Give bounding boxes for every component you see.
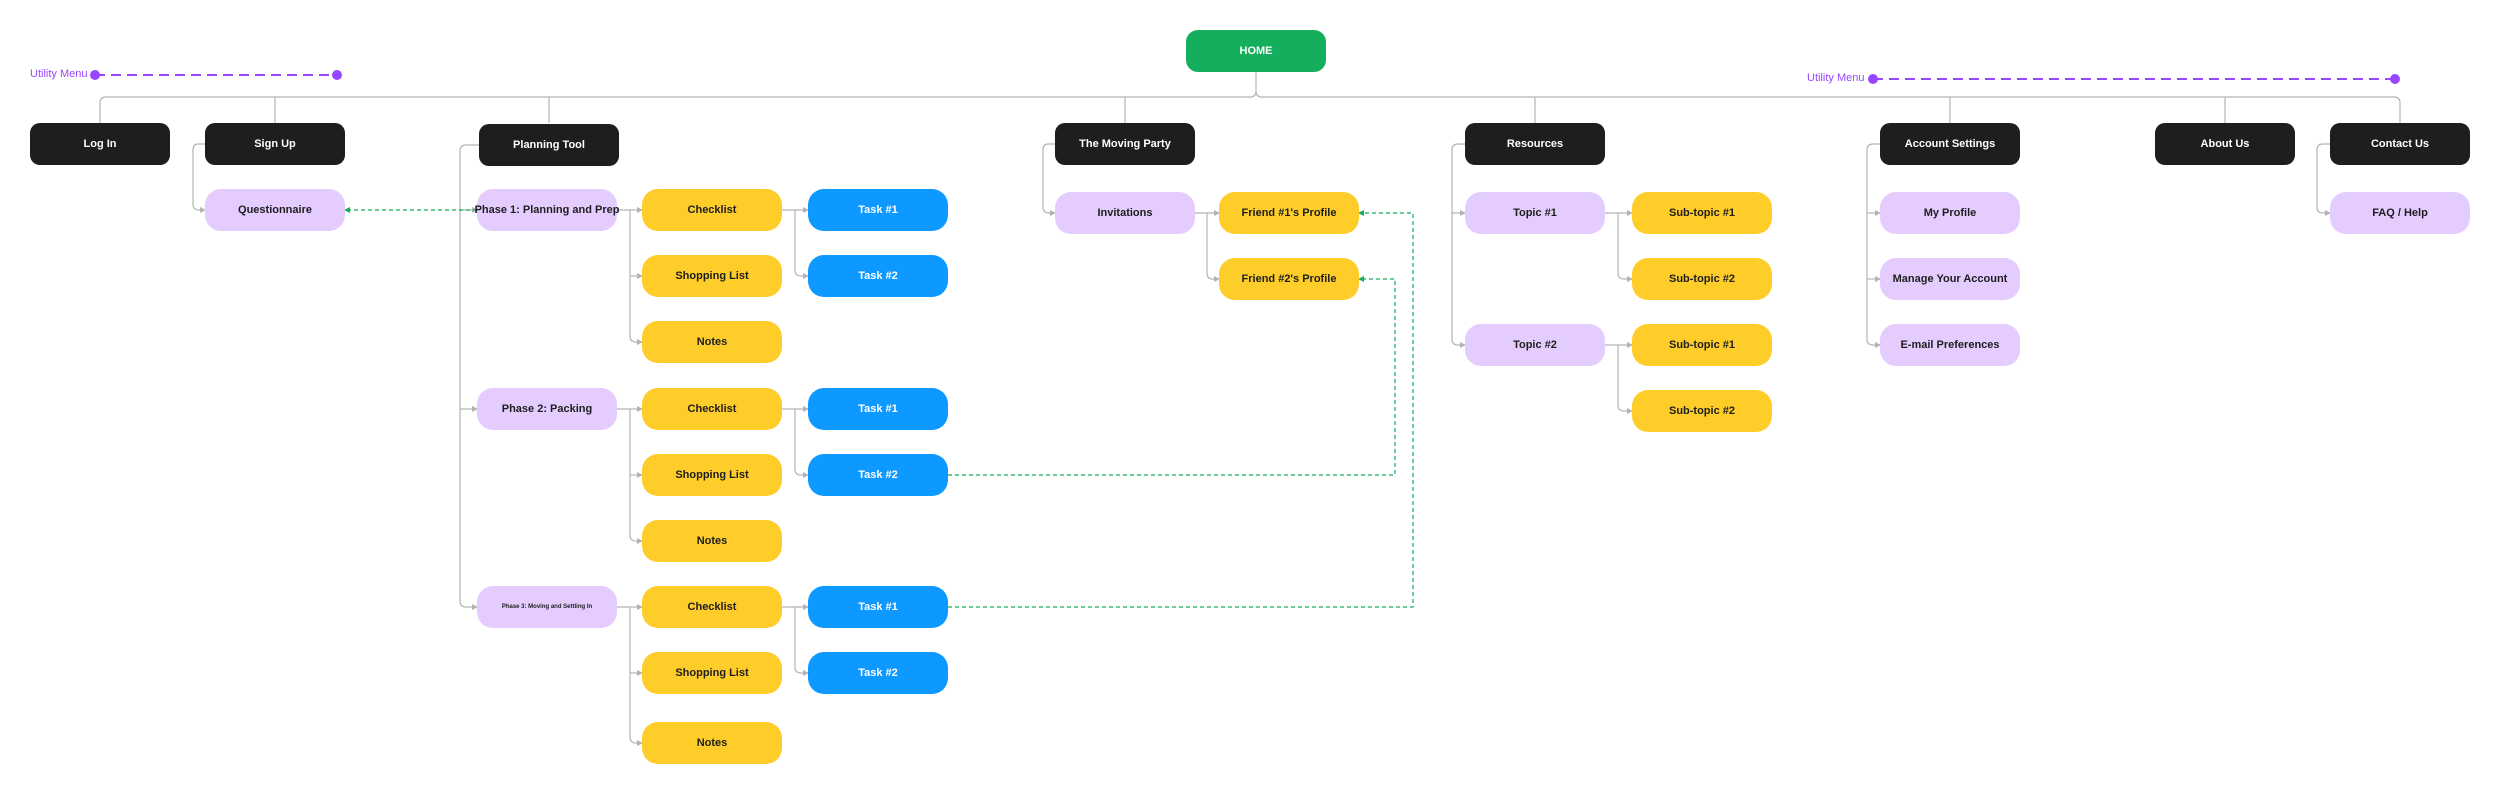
connector-home-login [99,72,1257,123]
connector-account-trunk [1866,143,1881,348]
phase-3-task-1[interactable]: Task #1 [808,586,948,628]
topic-2-sub-topic-2[interactable]: Sub-topic #2 [1632,390,1772,432]
phase-1-task-1[interactable]: Task #1 [808,189,948,231]
page-topic-2[interactable]: Topic #2 [1465,324,1605,366]
section-contact-us[interactable]: Contact Us [2330,123,2470,165]
section-sign-up[interactable]: Sign Up [205,123,345,165]
connector-invitations-friend2 [1206,213,1220,282]
section-account-settings[interactable]: Account Settings [1880,123,2020,165]
cross-link-phase3-task1-friend1 [948,210,1414,608]
connector-phase1-subpages [617,209,642,342]
phase-2-task-2[interactable]: Task #2 [808,454,948,496]
page-phase-1[interactable]: Phase 1: Planning and Prep [475,189,619,231]
connector-phase1-task2 [794,210,809,279]
cross-link-phase2-task2-friend2 [948,276,1396,476]
connector-home-contact [1255,90,2401,123]
connector-planning-trunk [459,144,479,610]
utility-menu-right-dot-start [1868,74,1878,84]
phase-3-notes[interactable]: Notes [642,722,782,764]
connector-topic1-sub2 [1617,213,1633,282]
connector-resources-trunk [1451,143,1466,348]
topic-1-sub-topic-1[interactable]: Sub-topic #1 [1632,192,1772,234]
connector-phase3-task2 [794,607,809,676]
section-moving-party[interactable]: The Moving Party [1055,123,1195,165]
section-planning-tool[interactable]: Planning Tool [479,124,619,166]
section-about-us[interactable]: About Us [2155,123,2295,165]
phase-3-shopping-list[interactable]: Shopping List [642,652,782,694]
connector-topic2-sub2 [1617,345,1633,414]
page-questionnaire[interactable]: Questionnaire [205,189,345,231]
phase-3-task-2[interactable]: Task #2 [808,652,948,694]
phase-2-shopping-list[interactable]: Shopping List [642,454,782,496]
topic-1-sub-topic-2[interactable]: Sub-topic #2 [1632,258,1772,300]
phase-2-task-1[interactable]: Task #1 [808,388,948,430]
phase-1-shopping-list[interactable]: Shopping List [642,255,782,297]
page-phase-2[interactable]: Phase 2: Packing [477,388,617,430]
section-resources[interactable]: Resources [1465,123,1605,165]
connector-phase2-task2 [794,409,809,478]
phase-2-checklist[interactable]: Checklist [642,388,782,430]
connector-signup-questionnaire [192,143,206,213]
utility-menu-left-dot-end [332,70,342,80]
connector-contact-faq [2316,143,2331,216]
connector-party-invitations [1042,143,1056,216]
page-invitations[interactable]: Invitations [1055,192,1195,234]
friend-1-profile[interactable]: Friend #1's Profile [1219,192,1359,234]
page-email-preferences[interactable]: E-mail Preferences [1880,324,2020,366]
phase-2-notes[interactable]: Notes [642,520,782,562]
friend-2-profile[interactable]: Friend #2's Profile [1219,258,1359,300]
phase-1-notes[interactable]: Notes [642,321,782,363]
page-my-profile[interactable]: My Profile [1880,192,2020,234]
phase-3-checklist[interactable]: Checklist [642,586,782,628]
connector-phase3-subpages [617,606,642,743]
utility-menu-right-label: Utility Menu [1807,72,1865,84]
page-manage-account[interactable]: Manage Your Account [1880,258,2020,300]
utility-menu-left-dot-start [90,70,100,80]
phase-1-checklist[interactable]: Checklist [642,189,782,231]
utility-menu-right-dot-end [2390,74,2400,84]
phase-1-task-2[interactable]: Task #2 [808,255,948,297]
home-node[interactable]: HOME [1186,30,1326,72]
page-topic-1[interactable]: Topic #1 [1465,192,1605,234]
utility-menu-left-label: Utility Menu [30,68,88,80]
page-faq-help[interactable]: FAQ / Help [2330,192,2470,234]
section-log-in[interactable]: Log In [30,123,170,165]
page-phase-3[interactable]: Phase 3: Moving and Settling In [477,586,617,628]
topic-2-sub-topic-1[interactable]: Sub-topic #1 [1632,324,1772,366]
connector-phase2-subpages [617,408,642,541]
